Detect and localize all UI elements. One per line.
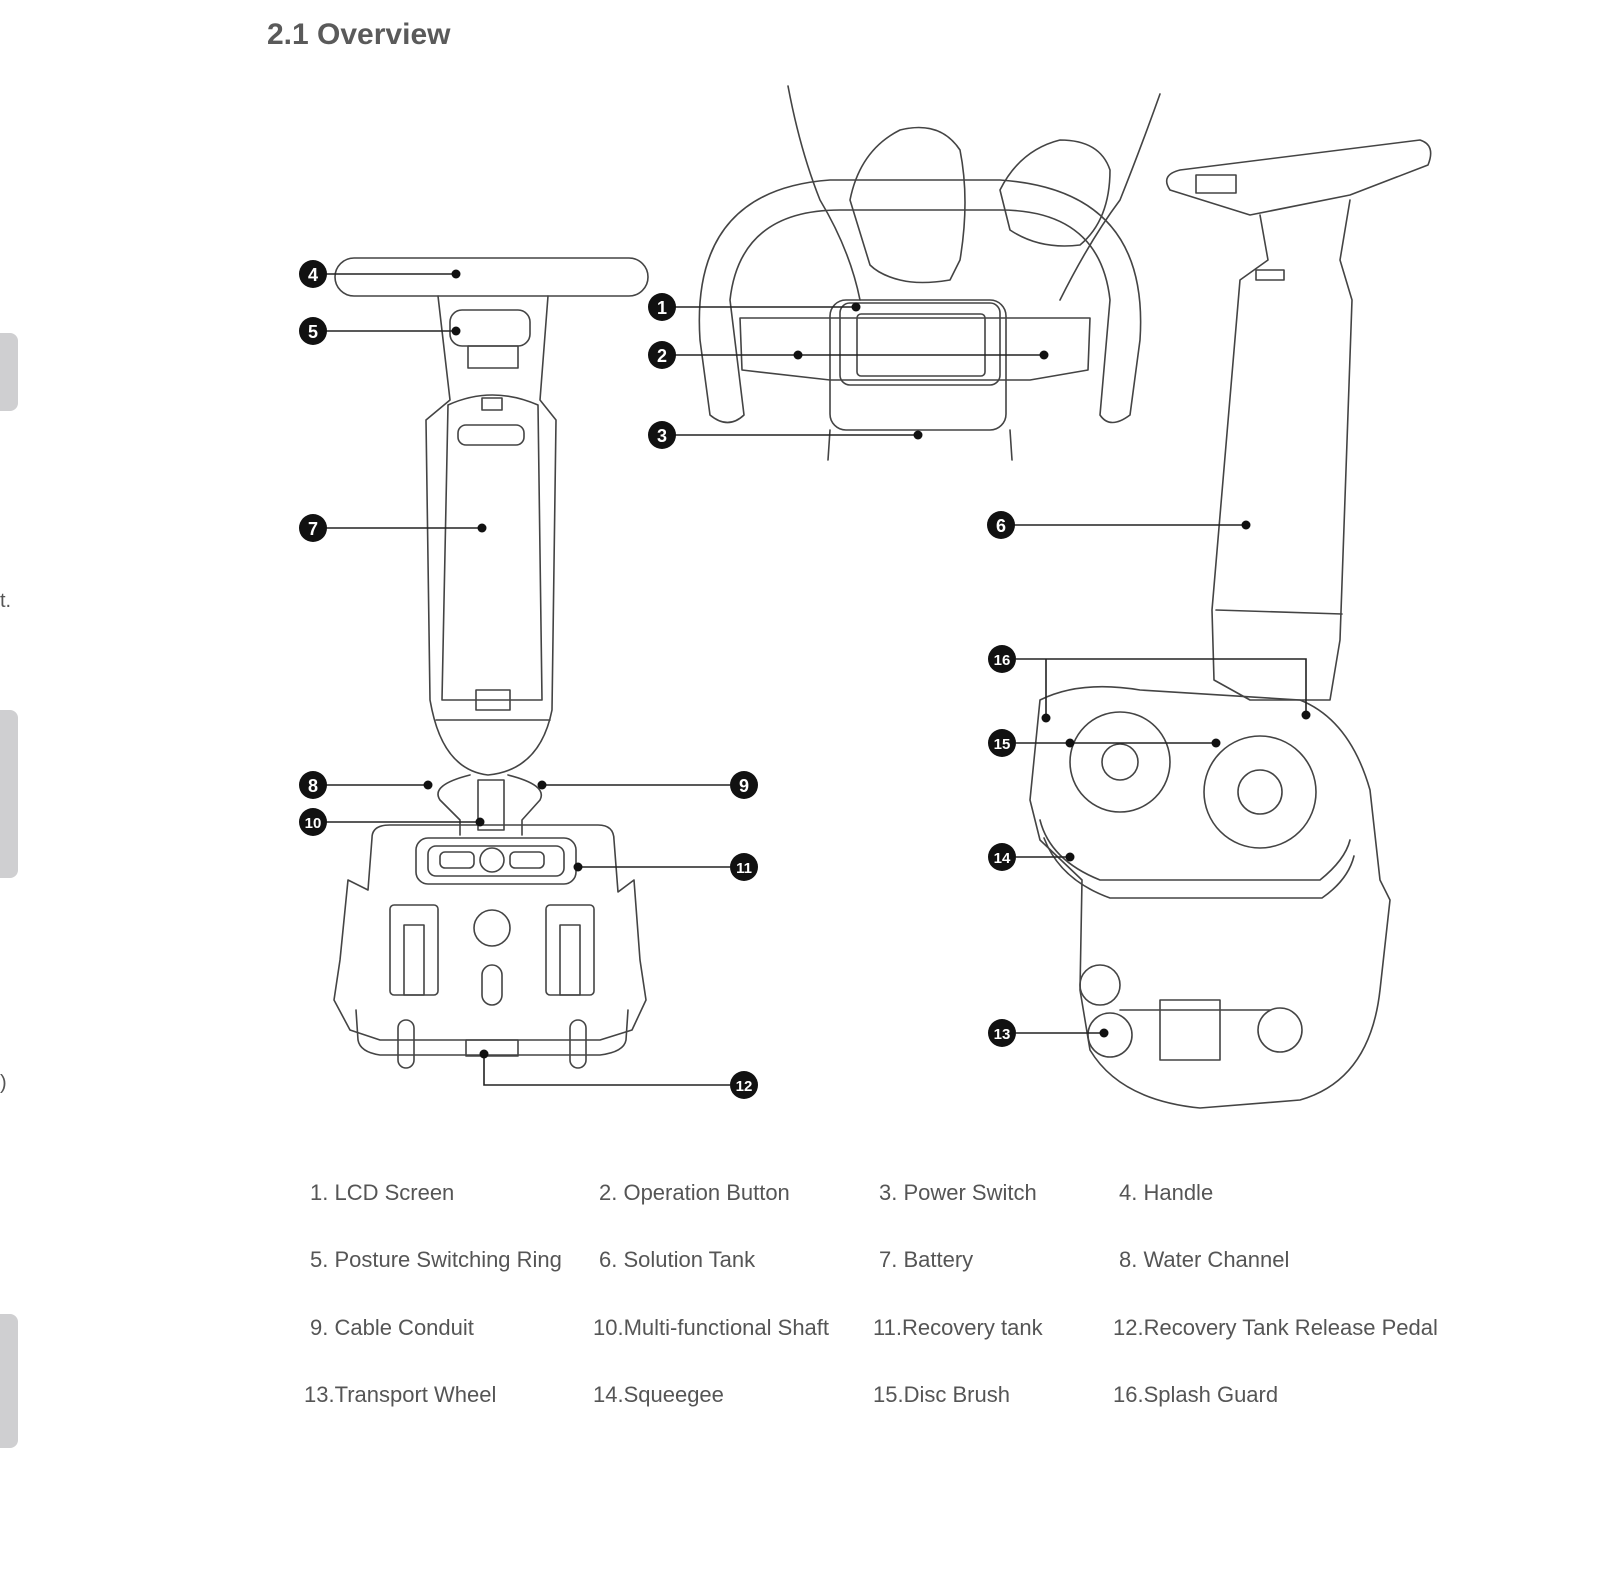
callout-7: 7 xyxy=(299,514,327,542)
callout-14: 14 xyxy=(988,843,1016,871)
machine-front-view xyxy=(333,257,649,1069)
svg-text:5: 5 xyxy=(308,322,318,342)
legend-item-solution-tank: 6. Solution Tank xyxy=(599,1247,756,1272)
legend-item-multi-functional-shaft: 10.Multi-functional Shaft xyxy=(593,1315,830,1340)
svg-text:3: 3 xyxy=(657,426,667,446)
legend-item-transport-wheel: 13.Transport Wheel xyxy=(304,1382,497,1407)
svg-text:1: 1 xyxy=(657,298,667,318)
legend-item-operation-button: 2. Operation Button xyxy=(599,1180,790,1205)
legend-item-power-switch: 3. Power Switch xyxy=(879,1180,1037,1205)
callout-3: 3 xyxy=(648,421,676,449)
callout-12: 12 xyxy=(730,1071,758,1099)
legend-item-recovery-tank: 11.Recovery tank xyxy=(873,1315,1043,1340)
callout-10: 10 xyxy=(299,808,327,836)
edge-tab-2 xyxy=(0,710,18,878)
machine-rear-view xyxy=(1029,139,1432,1109)
svg-text:12: 12 xyxy=(736,1078,753,1095)
legend-item-water-channel: 8. Water Channel xyxy=(1119,1247,1290,1272)
svg-text:9: 9 xyxy=(739,776,749,796)
edge-tab-3 xyxy=(0,1314,18,1448)
svg-text:14: 14 xyxy=(994,850,1011,867)
callout-8: 8 xyxy=(299,771,327,799)
legend-item-handle: 4. Handle xyxy=(1119,1180,1214,1205)
legend-item-lcd-screen: 1. LCD Screen xyxy=(310,1180,455,1205)
callout-leaders xyxy=(326,273,1307,1086)
legend-item-battery: 7. Battery xyxy=(879,1247,974,1272)
svg-text:16: 16 xyxy=(994,652,1011,669)
callout-13: 13 xyxy=(988,1019,1016,1047)
legend-item-splash-guard: 16.Splash Guard xyxy=(1113,1382,1279,1407)
legend-item-disc-brush: 15.Disc Brush xyxy=(873,1382,1010,1407)
control-panel-view xyxy=(698,85,1161,461)
edge-text-fragment-1: t. xyxy=(0,590,12,612)
svg-text:15: 15 xyxy=(994,736,1011,753)
callout-16: 16 xyxy=(988,645,1016,673)
callout-11: 11 xyxy=(730,853,758,881)
callout-2: 2 xyxy=(648,341,676,369)
callout-15: 15 xyxy=(988,729,1016,757)
callout-6: 6 xyxy=(987,511,1015,539)
callout-badges: 1 2 3 4 5 6 7 8 9 10 11 12 13 14 15 16 xyxy=(299,260,1016,1099)
legend-item-posture-switching-ring: 5. Posture Switching Ring xyxy=(310,1247,562,1272)
legend-item-recovery-tank-release-pedal: 12.Recovery Tank Release Pedal xyxy=(1113,1315,1438,1340)
legend-item-squeegee: 14.Squeegee xyxy=(593,1382,724,1407)
callout-4: 4 xyxy=(299,260,327,288)
callout-dots xyxy=(423,269,1311,1059)
callout-5: 5 xyxy=(299,317,327,345)
svg-text:13: 13 xyxy=(994,1026,1011,1043)
page-title: 2.1 Overview xyxy=(267,18,451,51)
svg-text:8: 8 xyxy=(308,776,318,796)
legend-item-cable-conduit: 9. Cable Conduit xyxy=(310,1315,474,1340)
svg-text:7: 7 xyxy=(308,519,318,539)
callout-1: 1 xyxy=(648,293,676,321)
edge-text-fragment-2: ) xyxy=(0,1072,7,1094)
callout-9: 9 xyxy=(730,771,758,799)
svg-text:6: 6 xyxy=(996,516,1006,536)
svg-text:4: 4 xyxy=(308,265,318,285)
svg-text:2: 2 xyxy=(657,346,667,366)
edge-tab-1 xyxy=(0,333,18,411)
svg-text:11: 11 xyxy=(736,860,752,877)
svg-text:10: 10 xyxy=(305,815,322,832)
